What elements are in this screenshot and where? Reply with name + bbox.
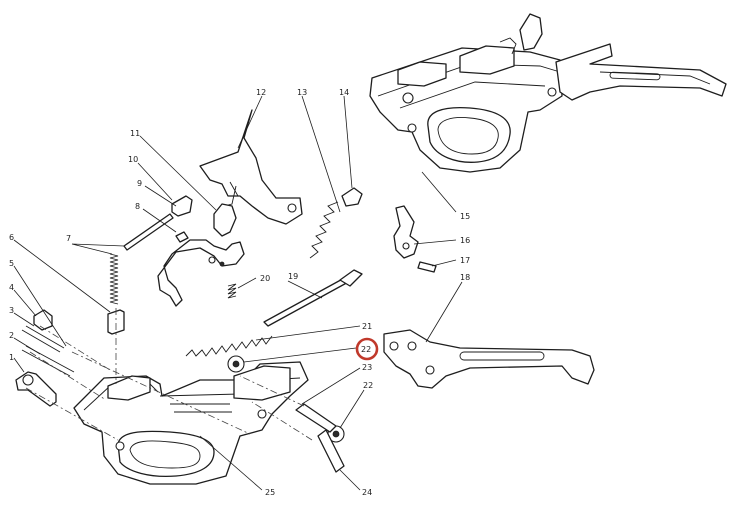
callout-20: 20 (260, 274, 270, 283)
sear-16 (393, 205, 419, 259)
callout-22: 22 (363, 381, 373, 390)
hammer (199, 109, 303, 225)
callout-10: 10 (128, 155, 138, 164)
lever-18 (383, 329, 595, 389)
plunger-6 (107, 309, 125, 335)
highlight-circle (355, 337, 379, 361)
pin-10 (171, 195, 193, 217)
callout-7: 7 (66, 234, 71, 243)
callout-4: 4 (9, 283, 14, 292)
callout-1: 1 (9, 353, 14, 362)
hammer-lever (213, 203, 237, 237)
callout-25: 25 (265, 488, 275, 497)
assembled-trigger-group (369, 13, 727, 173)
callout-23: 23 (362, 363, 372, 372)
rod-8 (123, 213, 174, 251)
pin-24 (317, 429, 345, 473)
callout-5: 5 (9, 259, 14, 268)
callout-6: 6 (9, 233, 14, 242)
pin-23 (295, 403, 337, 433)
callout-11: 11 (130, 129, 140, 138)
spring-cap-14 (341, 187, 363, 207)
callout-9: 9 (137, 179, 142, 188)
callout-8: 8 (135, 202, 140, 211)
callout-3: 3 (9, 306, 14, 315)
callout-15: 15 (460, 212, 470, 221)
callout-14: 14 (339, 88, 349, 97)
spring-13 (309, 201, 339, 259)
callout-2: 2 (9, 331, 14, 340)
part-2 (21, 345, 75, 377)
pin-17 (417, 261, 437, 273)
part-3 (21, 325, 65, 353)
spring-21 (185, 335, 273, 357)
callout-19: 19 (288, 272, 298, 281)
trigger (157, 239, 245, 307)
callout-16: 16 (460, 236, 470, 245)
pin-19 (263, 275, 353, 327)
part-1 (15, 371, 57, 407)
callout-17: 17 (460, 256, 470, 265)
callout-18: 18 (460, 273, 470, 282)
callout-21: 21 (362, 322, 372, 331)
callout-12: 12 (256, 88, 266, 97)
part-4 (33, 309, 53, 331)
leader-lines (13, 95, 463, 491)
assembly-axes (25, 308, 313, 441)
callout-labels: 1 2 3 4 5 6 7 8 9 10 11 12 13 14 15 16 1… (9, 88, 470, 497)
callout-22-highlighted: 22 (361, 345, 371, 354)
spring-20 (227, 283, 237, 299)
callout-13: 13 (297, 88, 307, 97)
callout-24: 24 (362, 488, 372, 497)
pin-9 (175, 231, 189, 243)
spring-7 (109, 253, 119, 305)
